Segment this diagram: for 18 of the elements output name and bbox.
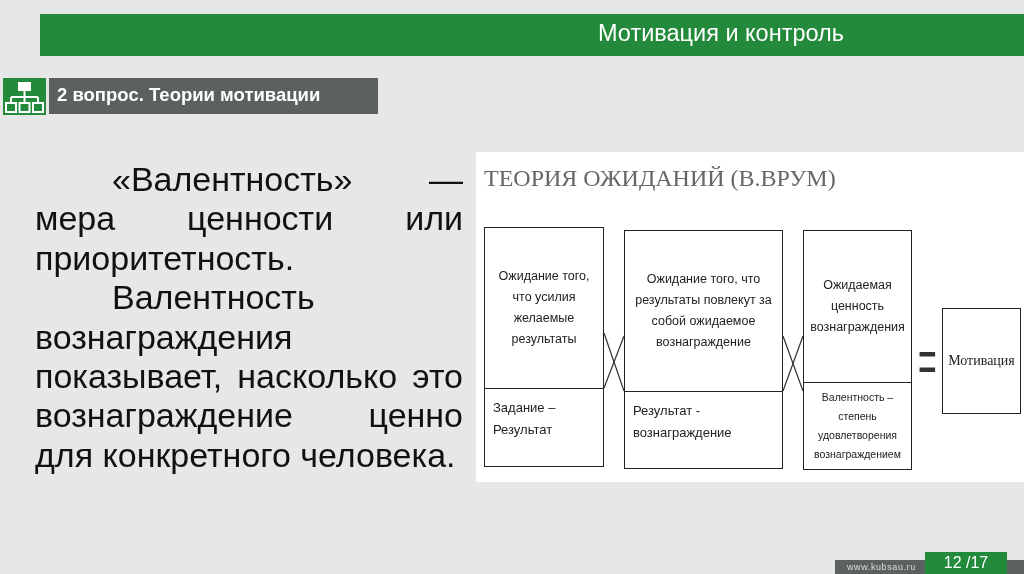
factor-description: Валентность – степень удовлетворения вознаграждением [813, 390, 902, 462]
page-number: 12 /17 [925, 552, 1007, 574]
factor-description: Результат - вознаграждение [633, 402, 733, 442]
slide-heading: Мотивация и контроль [598, 20, 844, 47]
factor-box [803, 230, 912, 470]
factor-title: Ожидание того, что результаты повлекут за собой ожидаемое вознаграждение [634, 271, 773, 351]
body-paragraph: «Валентность» — мера ценности или приоритетность. [35, 160, 463, 279]
body-paragraph: Валентность вознаграждения показывает, насколько это вознаграждение ценно для конкретного человека. [35, 278, 463, 476]
factor-title: Ожидание того, что усилия желаемые результаты [497, 268, 591, 348]
result-box: Мотивация [942, 308, 1021, 414]
website-url: www.kubsau.ru [847, 561, 916, 573]
factor-box [484, 227, 604, 467]
factor-description: Задание – Результат [493, 399, 557, 439]
section-heading: 2 вопрос. Теории мотивации [57, 84, 321, 106]
diagram-title: ТЕОРИЯ ОЖИДАНИЙ (В.ВРУМ) [484, 165, 836, 192]
factor-title: Ожидаемая ценность вознаграждения [809, 277, 906, 336]
factor-box [624, 230, 783, 469]
equals-sign: = [918, 330, 937, 392]
